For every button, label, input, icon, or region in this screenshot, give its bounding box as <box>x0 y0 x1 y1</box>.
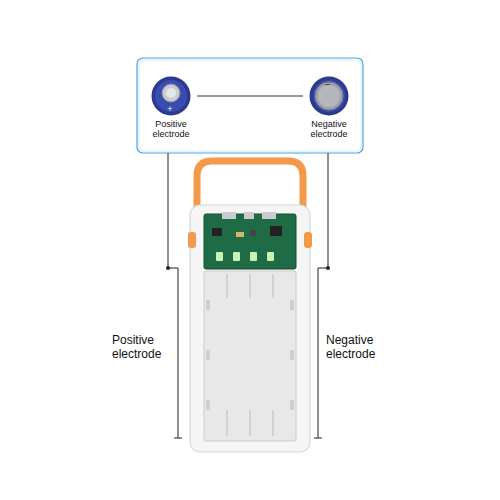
side-clip <box>290 350 294 360</box>
battery-cap <box>162 84 180 102</box>
cell-divider <box>272 410 274 436</box>
dimension-bracket <box>318 268 319 438</box>
battery-body <box>152 77 191 116</box>
indicator-led <box>250 252 257 261</box>
battery-ring <box>313 80 345 112</box>
cell-divider <box>249 410 251 436</box>
dimension-tick <box>174 438 182 439</box>
battery-terminal <box>166 88 176 98</box>
side-clip <box>206 300 210 310</box>
electrode-label: Negative electrode <box>303 120 355 140</box>
chip <box>270 226 282 236</box>
cell-divider <box>249 274 251 298</box>
cell-divider <box>272 274 274 298</box>
dimension-bracket <box>178 268 179 438</box>
connector-line <box>197 95 303 96</box>
component <box>250 230 256 236</box>
side-clip <box>206 400 210 410</box>
polarity-symbol: − <box>320 79 336 91</box>
side-label: Negative electrode <box>326 333 388 362</box>
side-clip <box>290 300 294 310</box>
electrode-label: Positive electrode <box>145 120 197 140</box>
usb-port <box>222 212 236 219</box>
leader-line <box>328 153 329 268</box>
leader-line <box>168 268 178 269</box>
usb-port <box>244 212 254 219</box>
side-label: Positive electrode <box>112 333 174 362</box>
power-bank-case <box>190 205 310 452</box>
inset-inner-border <box>139 60 361 151</box>
indicator-led <box>267 252 274 261</box>
side-clip <box>206 350 210 360</box>
polarity-symbol: + <box>162 104 178 115</box>
leader-line <box>318 268 328 269</box>
indicator-led <box>216 252 223 261</box>
battery-compartment <box>204 271 296 441</box>
usb-port <box>262 212 276 219</box>
battery-body <box>310 77 349 116</box>
cell-divider <box>226 274 228 298</box>
side-clip <box>290 400 294 410</box>
handle-mount <box>188 232 196 248</box>
leader-line <box>168 153 169 268</box>
dimension-tick <box>314 438 322 439</box>
indicator-led <box>233 252 240 261</box>
circuit-board <box>204 214 296 269</box>
handle-mount <box>304 232 312 248</box>
inset-panel <box>137 58 363 153</box>
chip <box>212 228 222 236</box>
component <box>236 232 244 237</box>
cell-divider <box>226 410 228 436</box>
